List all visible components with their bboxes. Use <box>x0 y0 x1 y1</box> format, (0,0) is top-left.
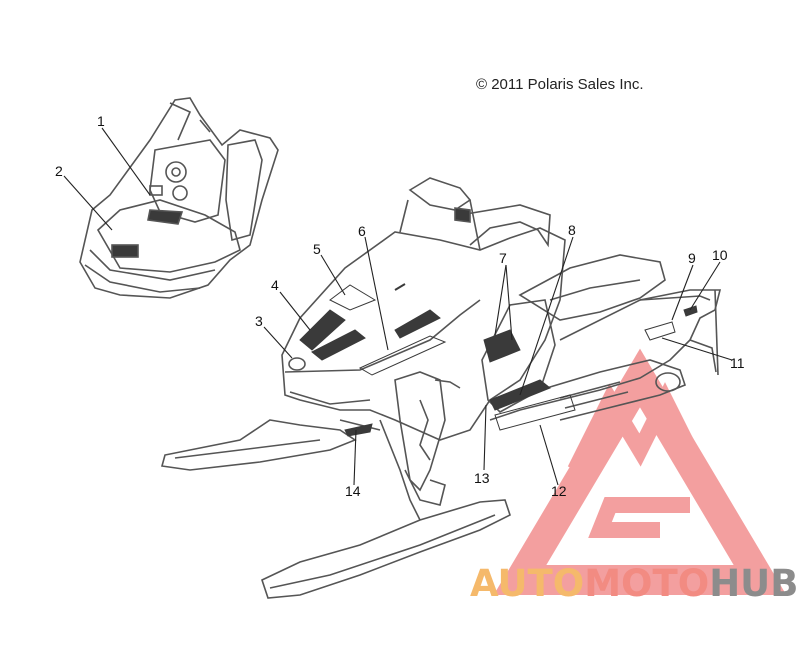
callout-8: 8 <box>568 222 576 238</box>
svg-text:AUTOMOTOHUB: AUTOMOTOHUB <box>470 562 798 605</box>
callout-12: 12 <box>551 483 567 499</box>
callout-3: 3 <box>255 313 263 329</box>
callout-14: 14 <box>345 483 361 499</box>
callout-1: 1 <box>97 113 105 129</box>
instrument-console <box>79 97 279 299</box>
callout-11: 11 <box>730 355 745 371</box>
callout-13: 13 <box>474 470 490 486</box>
decals <box>299 283 698 437</box>
watermark-text: AUTOMOTOHUB <box>470 562 798 605</box>
snowmobile-body <box>160 177 722 599</box>
callout-5: 5 <box>313 241 321 257</box>
callout-6: 6 <box>358 223 366 239</box>
copyright-notice: © 2011 Polaris Sales Inc. <box>476 76 644 93</box>
callout-numbers: 1 2 3 4 5 6 7 8 9 10 11 12 13 14 <box>55 113 745 499</box>
watermark-hub: HUB <box>709 562 798 605</box>
watermark-auto: AUTO <box>470 562 584 605</box>
callout-7: 7 <box>499 250 507 266</box>
watermark-logo <box>493 348 787 595</box>
callout-4: 4 <box>271 277 279 293</box>
callout-2: 2 <box>55 163 63 179</box>
callout-10: 10 <box>712 247 728 263</box>
watermark-moto: MOTO <box>584 562 709 605</box>
callout-9: 9 <box>688 250 696 266</box>
leader-lines <box>63 127 733 486</box>
